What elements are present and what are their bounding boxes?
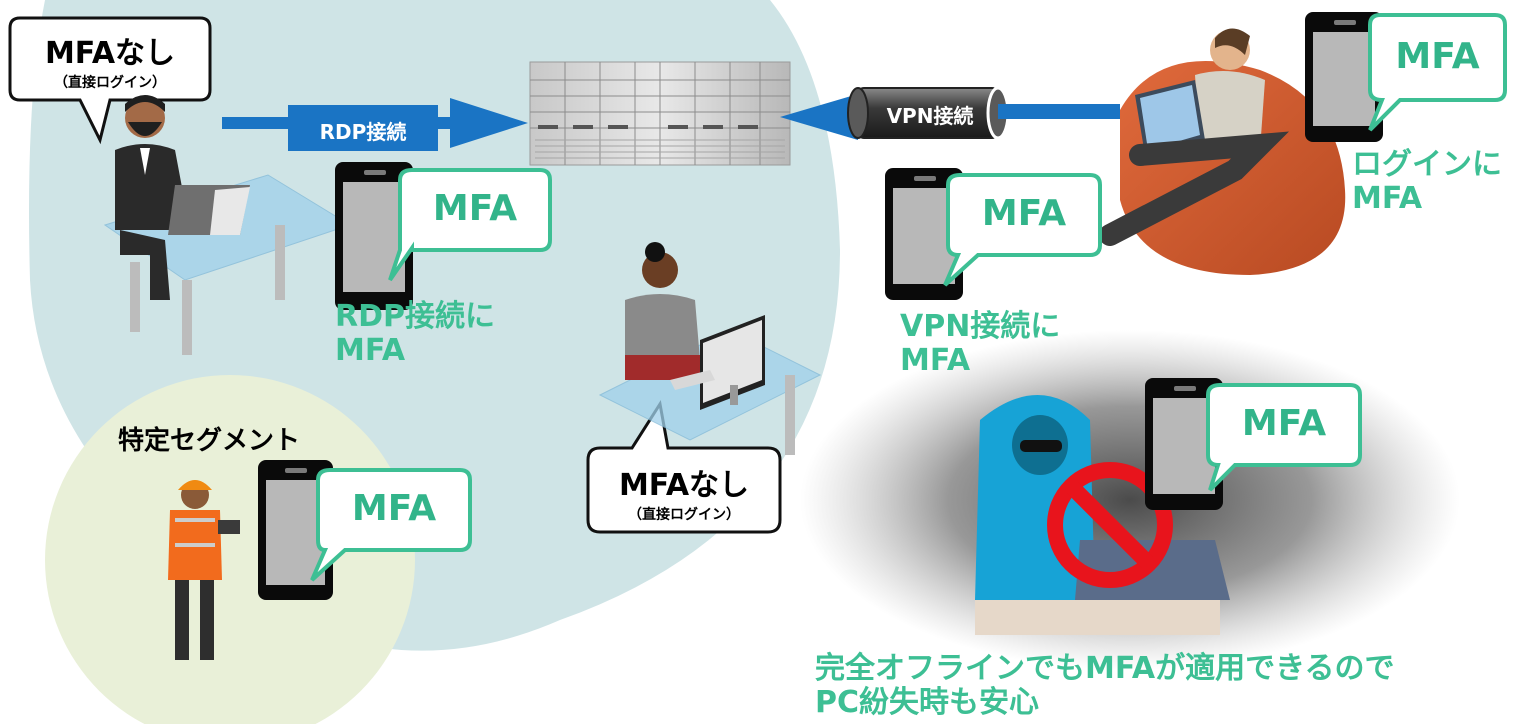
segment-title: 特定セグメント	[118, 426, 301, 456]
construction-worker-illustration	[168, 480, 240, 660]
remote-user-illustration	[1099, 28, 1346, 275]
rdp-caption-line1: RDP接続に	[335, 299, 495, 334]
left-no-mfa-callout: MFAなし （直接ログイン）	[10, 18, 210, 100]
prohibited-icon	[1047, 462, 1173, 588]
center-worker-illustration	[598, 242, 822, 455]
remote-mfa-bubble	[1368, 13, 1507, 132]
rdp-phone-icon	[335, 162, 413, 310]
remote-mfa-text: MFA	[1395, 36, 1480, 77]
rdp-arrow	[222, 98, 528, 151]
left-bubble-shape	[8, 16, 212, 145]
left-callout-subtitle: （直接ログイン）	[54, 75, 166, 91]
offline-caption-line1: 完全オフラインでもMFAが適用できるので	[815, 651, 1395, 686]
server-icon	[529, 61, 791, 166]
rdp-caption: RDP接続に MFA	[335, 300, 495, 368]
segment-mfa-bubble	[310, 468, 472, 582]
segment-mfa-text: MFA	[351, 488, 437, 529]
vpn-phone-icon	[885, 168, 963, 300]
vpn-connection-label: VPN接続	[886, 104, 974, 128]
office-worker-illustration	[103, 95, 352, 355]
vpn-mfa-bubble	[943, 173, 1102, 287]
center-no-mfa-callout: MFAなし （直接ログイン）	[588, 448, 780, 532]
offline-phone-icon	[1145, 378, 1223, 510]
remote-caption-line1: ログインに	[1352, 147, 1502, 182]
vpn-pipe	[780, 86, 1120, 140]
offline-mfa-bubble	[1206, 383, 1362, 492]
left-callout-title: MFAなし	[44, 36, 176, 71]
rdp-mfa-text: MFA	[432, 188, 518, 229]
rdp-connection-label: RDP接続	[319, 120, 407, 144]
vpn-caption-line1: VPN接続に	[900, 309, 1061, 344]
offline-caption: 完全オフラインでもMFAが適用できるので PC紛失時も安心	[815, 652, 1395, 720]
center-callout-title: MFAなし	[618, 468, 750, 503]
vpn-caption-line2: MFA	[900, 343, 971, 378]
segment-phone-icon	[258, 460, 333, 600]
remote-caption: ログインに MFA	[1352, 148, 1502, 216]
center-bubble-shape	[586, 399, 782, 534]
vpn-mfa-text: MFA	[981, 193, 1067, 234]
offline-caption-line2: PC紛失時も安心	[815, 685, 1040, 720]
center-callout-subtitle: （直接ログイン）	[628, 507, 740, 523]
remote-caption-line2: MFA	[1352, 181, 1423, 216]
offline-mfa-text: MFA	[1241, 403, 1327, 444]
remote-phone-icon	[1305, 12, 1383, 142]
vpn-caption: VPN接続に MFA	[900, 310, 1060, 378]
rdp-mfa-bubble	[388, 168, 552, 282]
rdp-caption-line2: MFA	[335, 333, 406, 368]
